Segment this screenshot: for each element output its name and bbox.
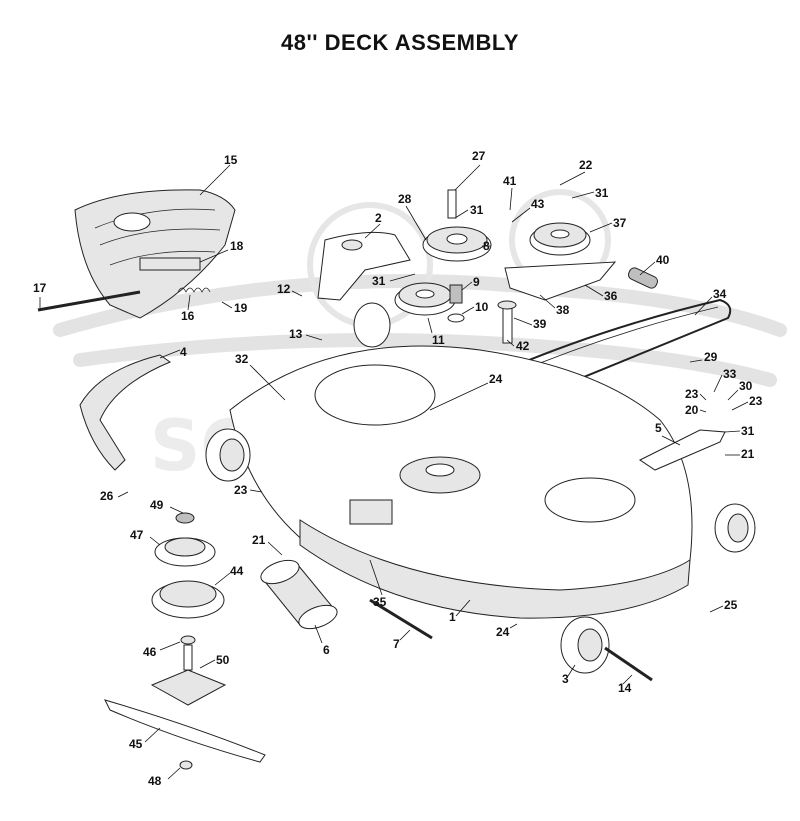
callout: 40: [656, 253, 670, 267]
callout: 21: [741, 447, 755, 461]
callout: 23: [685, 387, 699, 401]
callout-labels: 15 18 17 16 19 12 2 28 27 31 31 8 22 41 …: [33, 149, 763, 788]
diagram-title: 48'' DECK ASSEMBLY: [281, 30, 519, 55]
callout: 50: [216, 653, 230, 667]
callout: 34: [713, 287, 727, 301]
blade-45: [104, 699, 266, 763]
callout: 49: [150, 498, 164, 512]
spacer-9: [449, 284, 463, 304]
callout: 17: [33, 281, 47, 295]
callout: 21: [252, 533, 266, 547]
callout: 2: [375, 211, 382, 225]
callout: 36: [604, 289, 618, 303]
callout: 18: [230, 239, 244, 253]
bracket-5: [639, 429, 726, 471]
bolt-7: [369, 598, 433, 640]
rod-part: [37, 290, 141, 312]
pulley-47: [154, 537, 216, 567]
bolt-48: [179, 760, 193, 770]
callout: 23: [749, 394, 763, 408]
mower-deck-1: [229, 345, 693, 619]
callout: 45: [129, 737, 143, 751]
roller-6: [260, 559, 338, 630]
spring-40: [628, 267, 658, 289]
callout: 25: [724, 598, 738, 612]
callout: 1: [449, 610, 456, 624]
callout: 42: [516, 339, 530, 353]
bolt-27: [447, 189, 457, 219]
callout: 14: [618, 681, 632, 695]
gauge-wheel-right: [714, 503, 756, 553]
belt-guard-part: [317, 231, 411, 301]
callout: 7: [393, 637, 400, 651]
callout: 4: [180, 345, 187, 359]
callout: 31: [372, 274, 386, 288]
callout: 6: [323, 643, 330, 657]
gauge-wheel-rear: [353, 302, 391, 348]
callout: 35: [373, 595, 387, 609]
callout: 5: [655, 421, 662, 435]
callout: 24: [489, 372, 503, 386]
callout: 41: [503, 174, 517, 188]
deck-skirt-4: [79, 354, 172, 471]
callout: 33: [723, 367, 737, 381]
spindle-50: [150, 644, 227, 706]
idler-arm-36: [504, 261, 617, 301]
callout: 16: [181, 309, 195, 323]
callout: 48: [148, 774, 162, 788]
pulley-37: [529, 222, 591, 256]
gauge-wheel-left: [205, 428, 251, 482]
callout: 38: [556, 303, 570, 317]
callout: 3: [562, 672, 569, 686]
callout: 47: [130, 528, 144, 542]
callout: 30: [739, 379, 753, 393]
nut-49: [175, 512, 195, 524]
callout: 31: [741, 424, 755, 438]
deck-cover-part: [74, 189, 236, 319]
callout: 10: [475, 300, 489, 314]
pulley-8: [422, 226, 492, 262]
pulley-11: [394, 282, 456, 316]
callout: 31: [595, 186, 609, 200]
callout: 37: [613, 216, 627, 230]
callout: 31: [470, 203, 484, 217]
callout: 13: [289, 327, 303, 341]
callout: 39: [533, 317, 547, 331]
spring-part: [177, 287, 211, 293]
callout: 32: [235, 352, 249, 366]
callout: 29: [704, 350, 718, 364]
callout: 19: [234, 301, 248, 315]
callout: 44: [230, 564, 244, 578]
bolt-14: [604, 646, 653, 682]
callout: 24: [496, 625, 510, 639]
callout: 26: [100, 489, 114, 503]
callout: 28: [398, 192, 412, 206]
spindle-housing-44: [151, 580, 225, 619]
pin-42: [502, 304, 513, 344]
callout: 8: [483, 239, 490, 253]
callout: 12: [277, 282, 291, 296]
callout: 22: [579, 158, 593, 172]
callout: 15: [224, 153, 238, 167]
callout: 43: [531, 197, 545, 211]
callout: 11: [432, 333, 445, 347]
callout: 20: [685, 403, 699, 417]
washer-46: [180, 635, 196, 645]
callout: 46: [143, 645, 157, 659]
callout: 27: [472, 149, 486, 163]
callout: 23: [234, 483, 248, 497]
gauge-wheel-3: [560, 616, 610, 674]
callout: 9: [473, 275, 480, 289]
